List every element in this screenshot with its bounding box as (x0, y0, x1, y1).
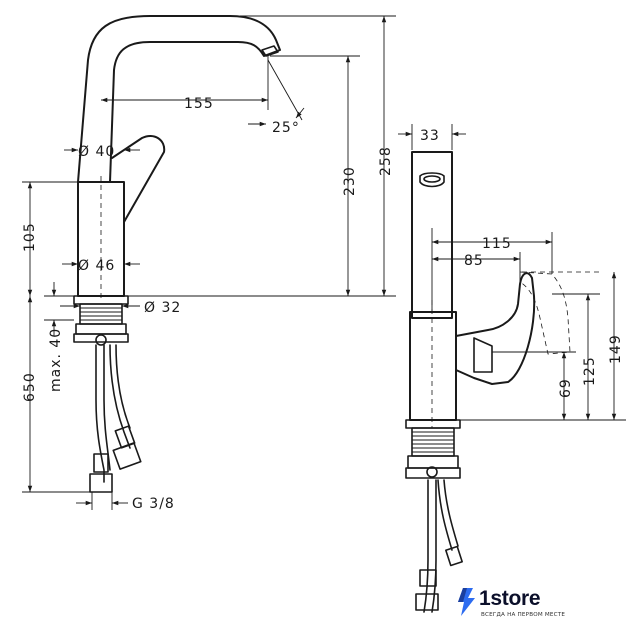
dim-lever-reach-outer: 115 (482, 236, 512, 252)
side-lock-washer (405, 467, 461, 479)
side-lever-open (519, 271, 571, 355)
hose-left-inner (103, 344, 111, 471)
spout-aerator (261, 45, 279, 57)
shank-threads (80, 307, 122, 321)
brand-watermark: 1store ВСЕГДА НА ПЕРВОМ МЕСТЕ (455, 585, 585, 631)
dim-spout-reach: 155 (184, 96, 214, 112)
hose-ferrule-left (93, 453, 109, 473)
side-shank-threads (412, 431, 454, 453)
side-hose-right (437, 479, 453, 551)
lock-nut (75, 323, 127, 335)
dim-lever-reach-inner: 85 (464, 253, 484, 269)
hose-ferrule-right (114, 425, 136, 449)
side-base-ring (405, 419, 461, 429)
dim-body-height: 105 (22, 222, 38, 252)
dim-side-spout-width: 33 (420, 128, 440, 144)
mount-screw (95, 334, 107, 346)
dim-spout-angle: 25° (272, 120, 300, 136)
brand-name: 1store (479, 587, 541, 610)
spout-outline (77, 15, 281, 183)
dim-mount-diameter: Ø 32 (144, 300, 181, 316)
hose-right-inner (115, 344, 131, 429)
brand-tagline: ВСЕГДА НА ПЕРВОМ МЕСТЕ (481, 612, 566, 618)
front-view-faucet (73, 15, 281, 493)
side-aerator (419, 172, 445, 188)
dim-lever-height-mid: 125 (582, 356, 598, 386)
side-hose-left (423, 479, 429, 613)
dim-body-diameter: Ø 46 (78, 258, 115, 274)
lightning-bolt-logo-icon (458, 588, 475, 616)
lever-handle (111, 134, 166, 223)
dim-lever-height-max: 149 (608, 334, 624, 364)
lock-washer (73, 333, 129, 343)
dim-thread: G 3/8 (132, 496, 175, 512)
side-body (409, 311, 457, 421)
dim-hose-length: 650 (22, 372, 38, 402)
side-lever-cartridge (473, 337, 493, 373)
side-lock-nut (407, 455, 459, 469)
hose-right (109, 344, 131, 449)
side-lever (455, 272, 536, 385)
dim-lever-height-min: 69 (558, 378, 574, 398)
dim-max-thickness: max. 40 (48, 328, 64, 392)
hose-nut-left (89, 473, 113, 493)
hose-left (95, 344, 105, 483)
dim-outlet-height: 230 (342, 166, 358, 196)
front-view-dimensions: 155 25° Ø 40 105 Ø 46 Ø 32 max. 40 650 (22, 15, 396, 512)
hose-nut-right (112, 442, 142, 470)
dim-spout-diameter: Ø 40 (78, 144, 115, 160)
dim-total-height: 258 (378, 146, 394, 176)
side-view-dimensions: 33 115 85 149 125 69 (398, 124, 626, 421)
threaded-shank (79, 303, 123, 325)
side-view-faucet (405, 151, 600, 613)
